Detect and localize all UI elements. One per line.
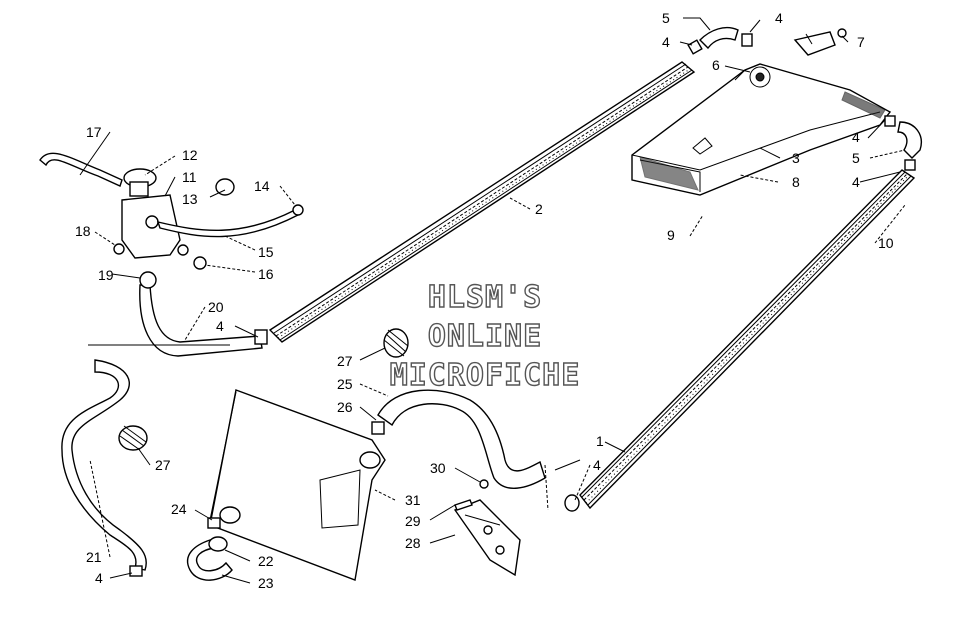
cover-panel-part-3 — [631, 63, 892, 196]
hose-part-5-right — [884, 115, 922, 171]
hose-part-23 — [186, 517, 233, 581]
bracket-part-28 — [453, 499, 521, 577]
callout-26: 26 — [337, 399, 353, 415]
bolt-part-29 — [454, 499, 473, 511]
clamp-part-27-top — [383, 328, 409, 358]
callout-5-top: 5 — [662, 10, 670, 26]
fitting-part-26 — [371, 421, 385, 435]
callout-20: 20 — [208, 299, 224, 315]
tube-part-15 — [156, 204, 304, 238]
callout-4-left-hose: 4 — [216, 318, 224, 334]
callout-6: 6 — [712, 57, 720, 73]
hose-part-20 — [139, 271, 268, 357]
bracket-part-7 — [793, 28, 847, 56]
cooler-part-2 — [268, 61, 696, 343]
callout-16: 16 — [258, 266, 274, 282]
callout-29: 29 — [405, 513, 421, 529]
callout-24: 24 — [171, 501, 187, 517]
callout-4-top-left: 4 — [662, 34, 670, 50]
callout-9: 9 — [667, 227, 675, 243]
callout-25: 25 — [337, 376, 353, 392]
coolant-reservoir-part-11 — [113, 168, 207, 270]
callout-30: 30 — [430, 460, 446, 476]
watermark-line-1: HLSM'S — [428, 280, 542, 315]
clamp-part-4-cooler-left — [564, 494, 580, 512]
callout-4-right-b: 4 — [852, 174, 860, 190]
callout-7: 7 — [857, 34, 865, 50]
callout-3: 3 — [792, 150, 800, 166]
callout-10: 10 — [878, 235, 894, 251]
watermark-line-2: ONLINE — [428, 319, 542, 354]
watermark: HLSM'S ONLINE MICROFICHE — [389, 279, 581, 393]
callout-18: 18 — [75, 223, 91, 239]
hose-part-21 — [61, 359, 147, 577]
cooler-part-1 — [579, 169, 916, 510]
callout-15: 15 — [258, 244, 274, 260]
callout-5-right: 5 — [852, 150, 860, 166]
callout-4-cooler-end: 4 — [593, 457, 601, 473]
callout-11: 11 — [182, 169, 197, 185]
callout-14: 14 — [254, 178, 270, 194]
callout-19: 19 — [98, 267, 114, 283]
callout-13: 13 — [182, 191, 198, 207]
callout-1: 1 — [596, 433, 604, 449]
clamp-part-27-bottom — [118, 425, 148, 451]
callout-27-bottom: 27 — [155, 457, 171, 473]
callout-4-right-a: 4 — [852, 129, 860, 145]
callout-27-top: 27 — [337, 353, 353, 369]
callout-17: 17 — [86, 124, 102, 140]
leader-lines — [79, 17, 906, 584]
callout-4-top-right: 4 — [775, 10, 783, 26]
overflow-tube-part-17 — [39, 152, 123, 187]
callout-31: 31 — [405, 492, 421, 508]
heat-exchanger-part-31 — [209, 389, 386, 581]
callout-12: 12 — [182, 147, 198, 163]
callout-4-bottom-left: 4 — [95, 570, 103, 586]
clamp-part-13 — [215, 178, 235, 196]
hose-part-5-top — [687, 26, 753, 55]
callout-21: 21 — [86, 549, 102, 565]
callout-2: 2 — [535, 201, 543, 217]
callout-8: 8 — [792, 174, 800, 190]
nut-part-30 — [479, 479, 489, 489]
callout-28: 28 — [405, 535, 421, 551]
hose-part-25 — [377, 389, 546, 489]
callout-22: 22 — [258, 553, 274, 569]
watermark-line-3: MICROFICHE — [390, 358, 581, 393]
callout-23: 23 — [258, 575, 274, 591]
callout-labels: 5 4 4 7 6 4 5 3 4 8 9 10 2 17 12 11 13 1… — [75, 10, 894, 591]
